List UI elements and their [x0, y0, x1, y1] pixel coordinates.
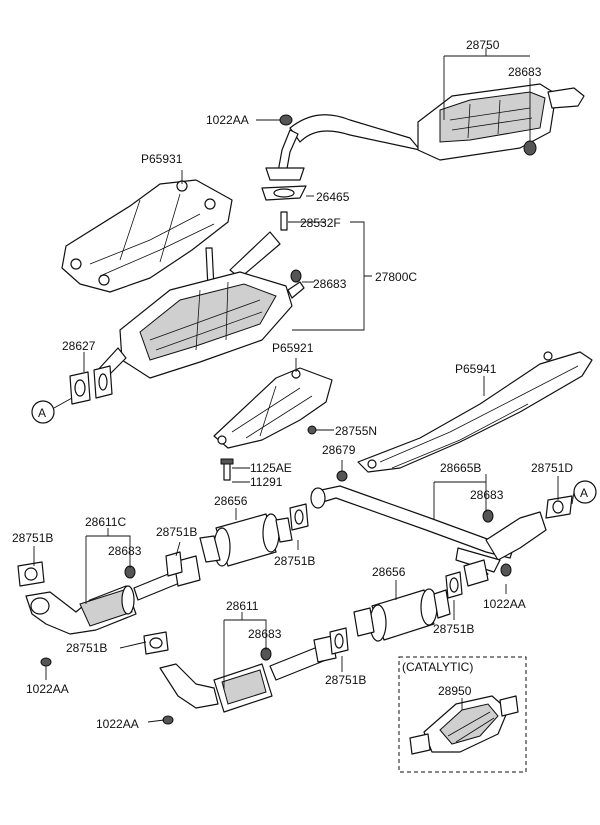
hanger-1022AA-top [279, 114, 293, 126]
gasket-28751B-f [329, 627, 349, 655]
catalytic-box [398, 656, 527, 773]
label-1022AA-right: 1022AA [483, 597, 526, 611]
catalytic-converter-28950 [409, 695, 519, 755]
label-28683-c: 28683 [108, 544, 142, 558]
gasket-26465 [261, 185, 307, 201]
label-28751B-f: 28751B [325, 673, 366, 687]
label-28611C: 28611C [85, 515, 126, 529]
pipe-flange-top [265, 167, 305, 181]
label-28656-lower: 28656 [372, 565, 406, 579]
leader-lines [33, 48, 575, 723]
bolt-28532F [280, 211, 288, 231]
label-catalytic-title: (CATALYTIC) [402, 660, 473, 674]
heat-shield-P65941 [357, 351, 593, 473]
pipe-flange-right [463, 559, 512, 587]
label-28679: 28679 [322, 443, 356, 457]
front-pipe-28611 [159, 635, 337, 725]
label-P65931: P65931 [141, 152, 183, 166]
label-P65941: P65941 [455, 362, 497, 376]
label-ref-A-left: A [38, 406, 46, 420]
muffler-heat-plate [439, 91, 546, 143]
label-28751B-e: 28751B [66, 641, 107, 655]
hanger-28679 [336, 470, 348, 482]
ref-circle-left [31, 400, 55, 424]
center-muffler-27800C [95, 231, 305, 381]
gasket-28751D [545, 495, 573, 519]
gasket-28751B-a [17, 561, 45, 587]
gasket-28751B-d [445, 571, 463, 599]
label-28683-center: 28683 [313, 277, 347, 291]
label-28751B-c: 28751B [156, 525, 197, 539]
hanger-28683-muffler [523, 140, 537, 156]
label-P65921: P65921 [272, 341, 314, 355]
label-1022AA-bottom: 1022AA [96, 717, 139, 731]
heat-shield-P65921 [213, 367, 333, 449]
label-28755N: 28755N [335, 424, 377, 438]
label-28751B-d: 28751B [433, 622, 474, 636]
label-28750: 28750 [466, 38, 500, 52]
tail-pipe [289, 114, 421, 151]
heat-shield-P65931 [61, 179, 233, 293]
hanger-28683-front [482, 509, 494, 523]
nut-28755N [307, 425, 317, 435]
gasket-28751B-e [143, 631, 169, 655]
label-1022AA-left: 1022AA [26, 682, 69, 696]
label-28665B: 28665B [440, 461, 481, 475]
nut-1022AA-right [500, 563, 512, 577]
label-28656-upper: 28656 [214, 494, 248, 508]
label-27800C: 27800C [375, 270, 417, 284]
label-26465: 26465 [316, 190, 350, 204]
nut-1022AA-bottom [162, 715, 174, 725]
label-28611: 28611 [226, 599, 259, 613]
hanger-28683-center [290, 269, 302, 283]
label-11291: 11291 [250, 475, 283, 489]
part-labels: 28750 28683 1022AA P65931 26465 28532F 2… [12, 38, 588, 731]
label-28683-front: 28683 [470, 488, 504, 502]
gasket-28627 [69, 365, 113, 405]
label-28627: 28627 [62, 339, 96, 353]
label-28751B-a: 28751B [12, 531, 53, 545]
label-28751D: 28751D [531, 461, 573, 475]
label-28532F: 28532F [300, 216, 341, 230]
upper-converter-28656 [199, 513, 293, 567]
label-1125AE: 1125AE [250, 461, 292, 475]
label-ref-A-right: A [580, 486, 588, 500]
gasket-28751B-c [165, 551, 183, 577]
rear-muffler-assembly [265, 83, 585, 181]
bolt-1125AE [220, 458, 234, 481]
label-28751B-b: 28751B [274, 554, 315, 568]
label-28950: 28950 [438, 684, 472, 698]
nut-1022AA-left [40, 657, 52, 667]
gasket-28751B-b [289, 503, 309, 531]
center-pipe-28665B [310, 470, 547, 583]
inlet-pipe [229, 231, 281, 279]
muffler-tip [547, 87, 585, 109]
label-1022AA-top: 1022AA [206, 113, 249, 127]
label-28683-d: 28683 [248, 627, 282, 641]
label-28683-muffler: 28683 [508, 65, 542, 79]
lower-converter-28656 [353, 588, 451, 642]
